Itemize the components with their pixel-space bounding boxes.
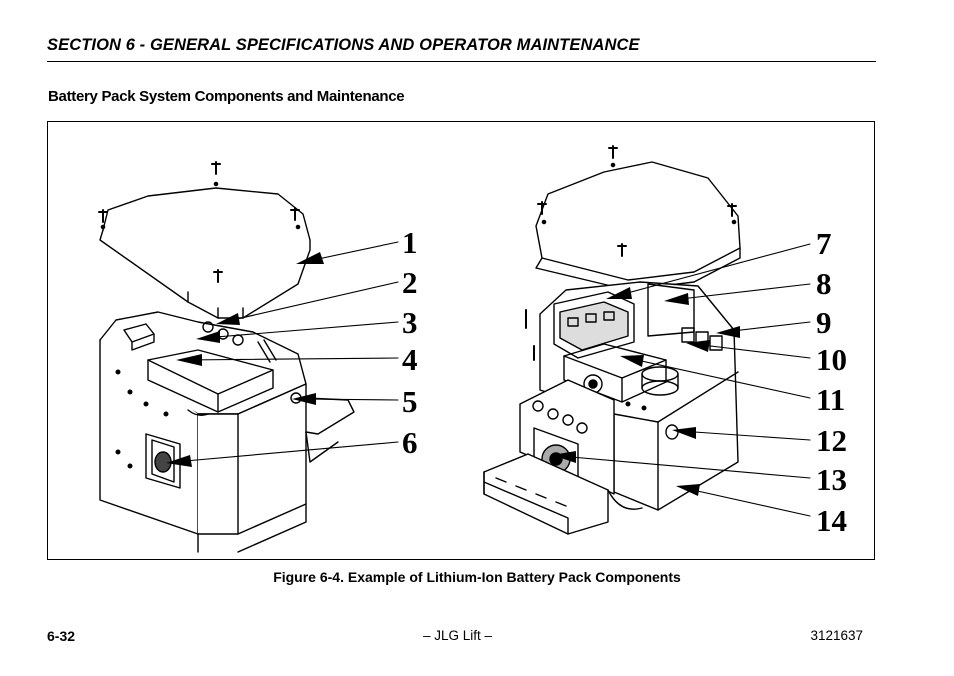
battery-pack-illustration: 1 2 3 4 5 6 7 8 9 10 11 12 13 14	[98, 145, 847, 553]
callout-7: 7	[816, 226, 832, 261]
footer-brand: – JLG Lift –	[422, 628, 493, 643]
callout-14: 14	[816, 503, 847, 538]
callout-8: 8	[816, 266, 832, 301]
figure-caption: Figure 6-4. Example of Lithium-Ion Batte…	[273, 569, 681, 585]
header-divider	[47, 61, 876, 62]
section-title: SECTION 6 - GENERAL SPECIFICATIONS AND O…	[47, 36, 640, 54]
callout-13: 13	[816, 462, 847, 497]
callout-arrowheads	[166, 252, 740, 496]
callout-3: 3	[402, 305, 418, 340]
figure-frame: 1 2 3 4 5 6 7 8 9 10 11 12 13 14	[47, 121, 875, 560]
right-battery-assembly	[483, 145, 741, 535]
callout-12: 12	[816, 423, 847, 458]
page-number: 6-32	[47, 628, 76, 644]
callout-9: 9	[816, 305, 832, 340]
callout-2: 2	[402, 265, 418, 300]
callout-4: 4	[402, 342, 418, 377]
callout-5: 5	[402, 384, 418, 419]
page-subtitle: Battery Pack System Components and Maint…	[48, 88, 405, 105]
callout-6: 6	[402, 425, 418, 460]
callout-numbers: 1 2 3 4 5 6 7 8 9 10 11 12 13 14	[402, 225, 847, 538]
left-battery-assembly	[98, 161, 355, 553]
callout-1: 1	[402, 225, 418, 260]
document-number: 3121637	[810, 628, 863, 643]
callout-11: 11	[816, 382, 845, 417]
callout-10: 10	[816, 342, 847, 377]
